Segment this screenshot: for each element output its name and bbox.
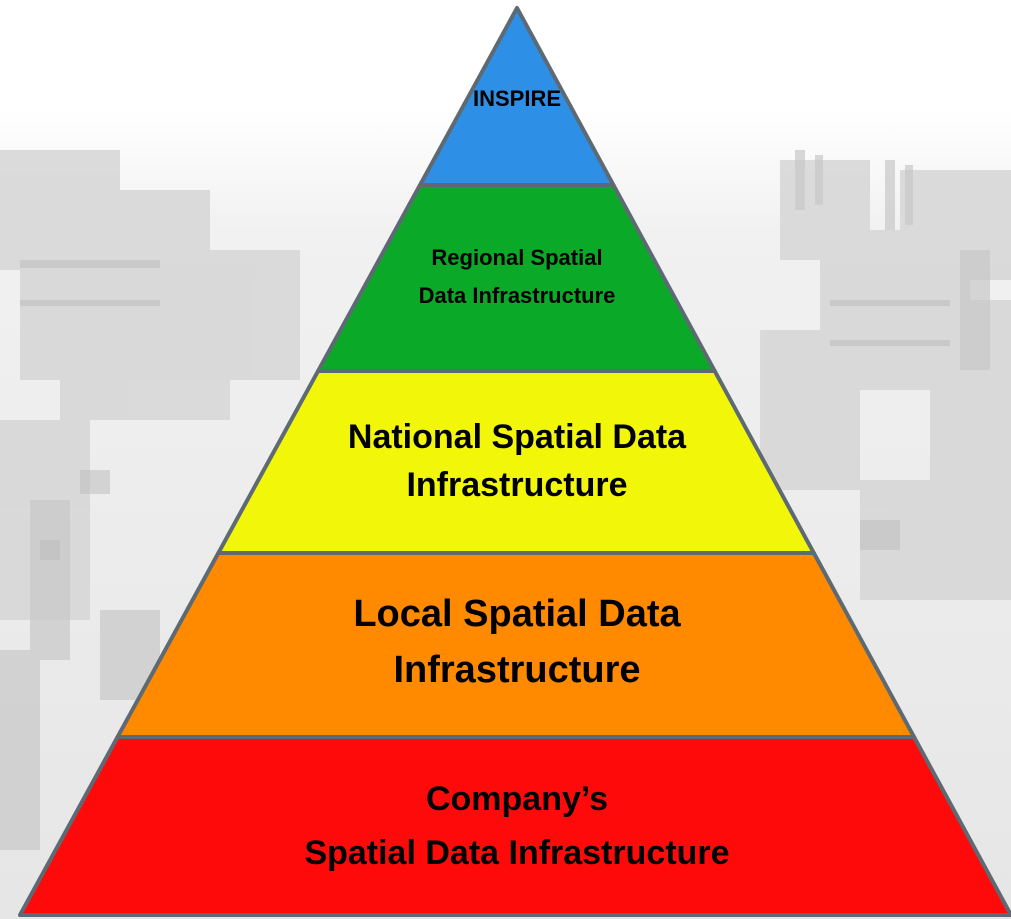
pyramid-tier-3-label-line-2: Infrastructure <box>406 466 627 504</box>
pyramid-tier-4 <box>115 551 917 739</box>
pyramid-tier-3 <box>216 369 816 555</box>
pyramid-tier-1-label-line-1: INSPIRE <box>473 86 561 111</box>
pyramid-tier-4-label-line-1: Local Spatial Data <box>353 593 681 635</box>
pyramid-tier-4-label-line-2: Infrastructure <box>393 649 640 691</box>
pyramid-tier-5 <box>18 735 1011 917</box>
pyramid-tier-2-label-line-1: Regional Spatial <box>431 245 602 270</box>
pyramid-tier-5-label-line-2: Spatial Data Infrastructure <box>304 834 729 872</box>
pyramid-tier-3-label-line-1: National Spatial Data <box>348 418 687 456</box>
pyramid-tier-2-label-line-2: Data Infrastructure <box>419 283 616 308</box>
pyramid-tier-2 <box>316 183 717 373</box>
pyramid-tier-5-label-line-1: Company’s <box>426 780 608 818</box>
